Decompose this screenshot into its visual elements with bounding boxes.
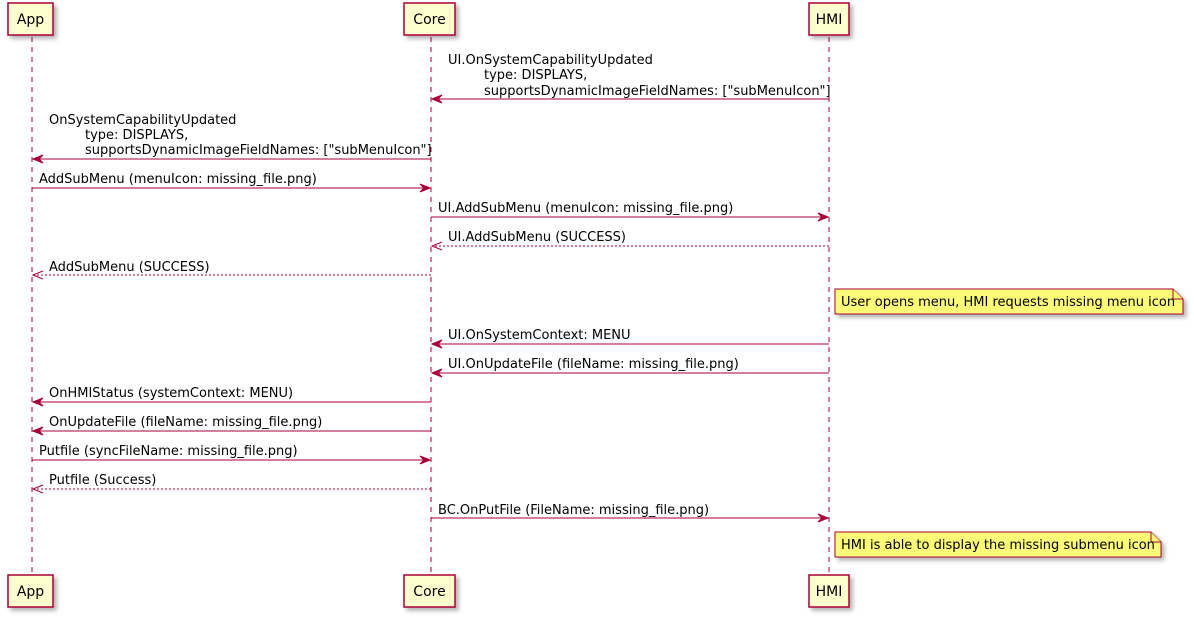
participant-app-label: App (17, 12, 44, 28)
participant-core-label-bottom: Core (413, 584, 445, 600)
arrowhead-icon (817, 212, 830, 222)
arrowhead-icon (31, 484, 44, 494)
message-label: AddSubMenu (menuIcon: missing_file.png) (39, 172, 317, 187)
message-label: AddSubMenu (SUCCESS) (49, 260, 210, 275)
message-label: UI.OnUpdateFile (fileName: missing_file.… (448, 357, 739, 372)
participant-app-bottom: App (7, 574, 54, 608)
message-label-line: supportsDynamicImageFieldNames: ["subMen… (85, 143, 432, 158)
arrowhead-icon (430, 368, 443, 378)
message-label-line: supportsDynamicImageFieldNames: ["subMen… (484, 84, 831, 99)
message-label: UI.OnSystemContext: MENU (448, 328, 631, 343)
message-label: UI.AddSubMenu (SUCCESS) (448, 230, 626, 245)
message-bc-onputfile: BC.OnPutFile (FileName: missing_file.png… (431, 503, 830, 523)
note-user-opens-menu: User opens menu, HMI requests missing me… (834, 288, 1184, 315)
message-onsystemcapabilityupdated: OnSystemCapabilityUpdated type: DISPLAYS… (31, 113, 432, 164)
arrowhead-icon (31, 397, 44, 407)
message-onupdatefile: OnUpdateFile (fileName: missing_file.png… (31, 415, 431, 436)
message-label: Putfile (syncFileName: missing_file.png) (39, 444, 298, 459)
arrowhead-icon (817, 513, 830, 523)
participant-core-bottom: Core (403, 574, 456, 608)
message-ui-onsystemcontext: UI.OnSystemContext: MENU (430, 328, 829, 349)
message-addsubmenu-request: AddSubMenu (menuIcon: missing_file.png) (32, 172, 432, 193)
participant-core-label: Core (413, 12, 445, 28)
arrowhead-icon (430, 94, 443, 104)
message-label: OnUpdateFile (fileName: missing_file.png… (49, 415, 322, 430)
message-label-line: type: DISPLAYS, (484, 68, 587, 83)
arrowhead-icon (419, 183, 432, 193)
message-label: Putfile (Success) (49, 473, 156, 488)
message-label: BC.OnPutFile (FileName: missing_file.png… (438, 503, 709, 518)
arrowhead-icon (430, 241, 443, 251)
participant-hmi-top: HMI (808, 2, 850, 36)
message-ui-addsubmenu-response: UI.AddSubMenu (SUCCESS) (430, 230, 829, 251)
participant-hmi-label: HMI (816, 12, 843, 28)
note-text: User opens menu, HMI requests missing me… (841, 295, 1175, 310)
arrowhead-icon (31, 154, 44, 164)
message-label-line: type: DISPLAYS, (85, 128, 188, 143)
message-addsubmenu-response: AddSubMenu (SUCCESS) (31, 260, 431, 280)
message-putfile-response: Putfile (Success) (31, 473, 431, 494)
message-label-line: UI.OnSystemCapabilityUpdated (448, 53, 653, 68)
message-label-line: OnSystemCapabilityUpdated (49, 113, 236, 128)
message-ui-onupdatefile: UI.OnUpdateFile (fileName: missing_file.… (430, 357, 829, 378)
message-ui-addsubmenu-request: UI.AddSubMenu (menuIcon: missing_file.pn… (431, 201, 830, 222)
message-label: UI.AddSubMenu (menuIcon: missing_file.pn… (438, 201, 733, 216)
arrowhead-icon (31, 270, 44, 280)
message-ui-onsystemcapabilityupdated: UI.OnSystemCapabilityUpdated type: DISPL… (430, 53, 831, 104)
note-hmi-able-to-display: HMI is able to display the missing subme… (834, 531, 1162, 558)
message-label: OnHMIStatus (systemContext: MENU) (49, 386, 293, 401)
participant-hmi-bottom: HMI (808, 574, 850, 608)
participant-app-top: App (7, 2, 54, 36)
participant-app-label-bottom: App (17, 584, 44, 600)
participant-core-top: Core (403, 2, 456, 36)
arrowhead-icon (419, 455, 432, 465)
note-text: HMI is able to display the missing subme… (841, 538, 1155, 553)
participant-hmi-label-bottom: HMI (816, 584, 843, 600)
arrowhead-icon (430, 339, 443, 349)
message-putfile-request: Putfile (syncFileName: missing_file.png) (32, 444, 432, 465)
message-onhmistatus: OnHMIStatus (systemContext: MENU) (31, 386, 431, 407)
arrowhead-icon (31, 426, 44, 436)
